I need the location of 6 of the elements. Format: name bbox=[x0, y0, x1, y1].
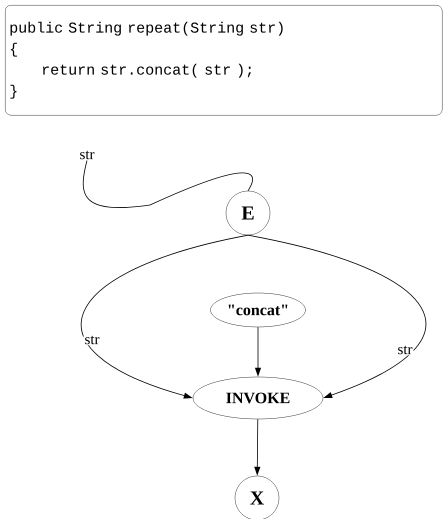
code-box: public String repeat(String str) { return str.concat( str ); } bbox=[5, 5, 442, 116]
edge-label: str bbox=[84, 334, 100, 346]
arrow bbox=[248, 234, 426, 398]
node-label: str bbox=[80, 150, 94, 160]
arrow bbox=[80, 234, 248, 399]
edge-label: str bbox=[396, 344, 414, 356]
